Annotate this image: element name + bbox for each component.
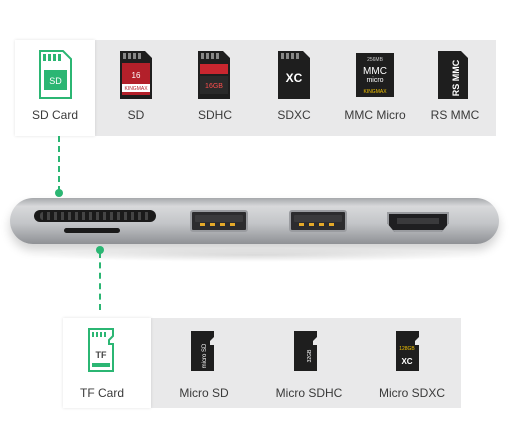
sdhc-card-icon: 16GB (198, 51, 230, 99)
usb-port-2 (289, 210, 347, 232)
svg-text:16: 16 (132, 71, 141, 80)
sd-card-outline-icon: SD (39, 50, 72, 99)
micro-sdxc-card-icon: 128GB XC (396, 331, 419, 371)
sd-connector-dot (55, 189, 63, 197)
svg-text:MMC: MMC (363, 66, 387, 77)
micro-sdhc-card-icon: 32GB (294, 331, 317, 371)
tf-connector-dot (96, 246, 104, 254)
svg-text:KINGMAX: KINGMAX (363, 89, 387, 95)
card-label-sd-card: SD Card (31, 108, 79, 122)
card-label-sdhc: SDHC (197, 108, 233, 122)
tf-card-outline-icon: TF (88, 328, 114, 372)
svg-text:micro: micro (366, 77, 383, 84)
card-label-tf-card: TF Card (79, 386, 125, 400)
usb-port-1 (190, 210, 248, 232)
svg-text:16GB: 16GB (205, 83, 223, 90)
sd-connector-line (58, 136, 60, 192)
svg-text:256MB: 256MB (367, 57, 384, 63)
card-types-panel (15, 40, 496, 136)
hub-shadow (25, 248, 485, 262)
tf-card-slot (64, 228, 120, 233)
hdmi-port (387, 212, 449, 232)
card-label-sdxc: SDXC (277, 108, 311, 122)
sd-card-slot (34, 210, 156, 222)
svg-text:SD: SD (49, 76, 62, 86)
rs-mmc-card-icon: RS MMC (438, 51, 468, 99)
card-label-micro-sdxc: Micro SDXC (378, 386, 446, 400)
card-label-micro-sd: Micro SD (179, 386, 229, 400)
tf-connector-line (99, 252, 101, 310)
sdxc-card-icon: XC (278, 51, 310, 99)
card-label-micro-sdhc: Micro SDHC (275, 386, 343, 400)
svg-text:RS MMC: RS MMC (451, 59, 461, 96)
svg-text:32GB: 32GB (307, 349, 313, 362)
svg-text:XC: XC (401, 357, 412, 366)
svg-text:TF: TF (96, 350, 107, 360)
svg-text:128GB: 128GB (399, 346, 415, 352)
svg-text:KINGMAX: KINGMAX (124, 86, 148, 92)
sd-card-icon: 16 KINGMAX (120, 51, 152, 99)
card-label-sd: SD (127, 108, 145, 122)
svg-text:micro SD: micro SD (202, 343, 208, 368)
card-label-rs-mmc: RS MMC (430, 108, 480, 122)
mmc-micro-card-icon: 256MB MMC micro KINGMAX (356, 53, 394, 97)
micro-sd-card-icon: micro SD (191, 331, 214, 371)
svg-text:XC: XC (286, 71, 303, 85)
card-label-mmc-micro: MMC Micro (344, 108, 406, 122)
